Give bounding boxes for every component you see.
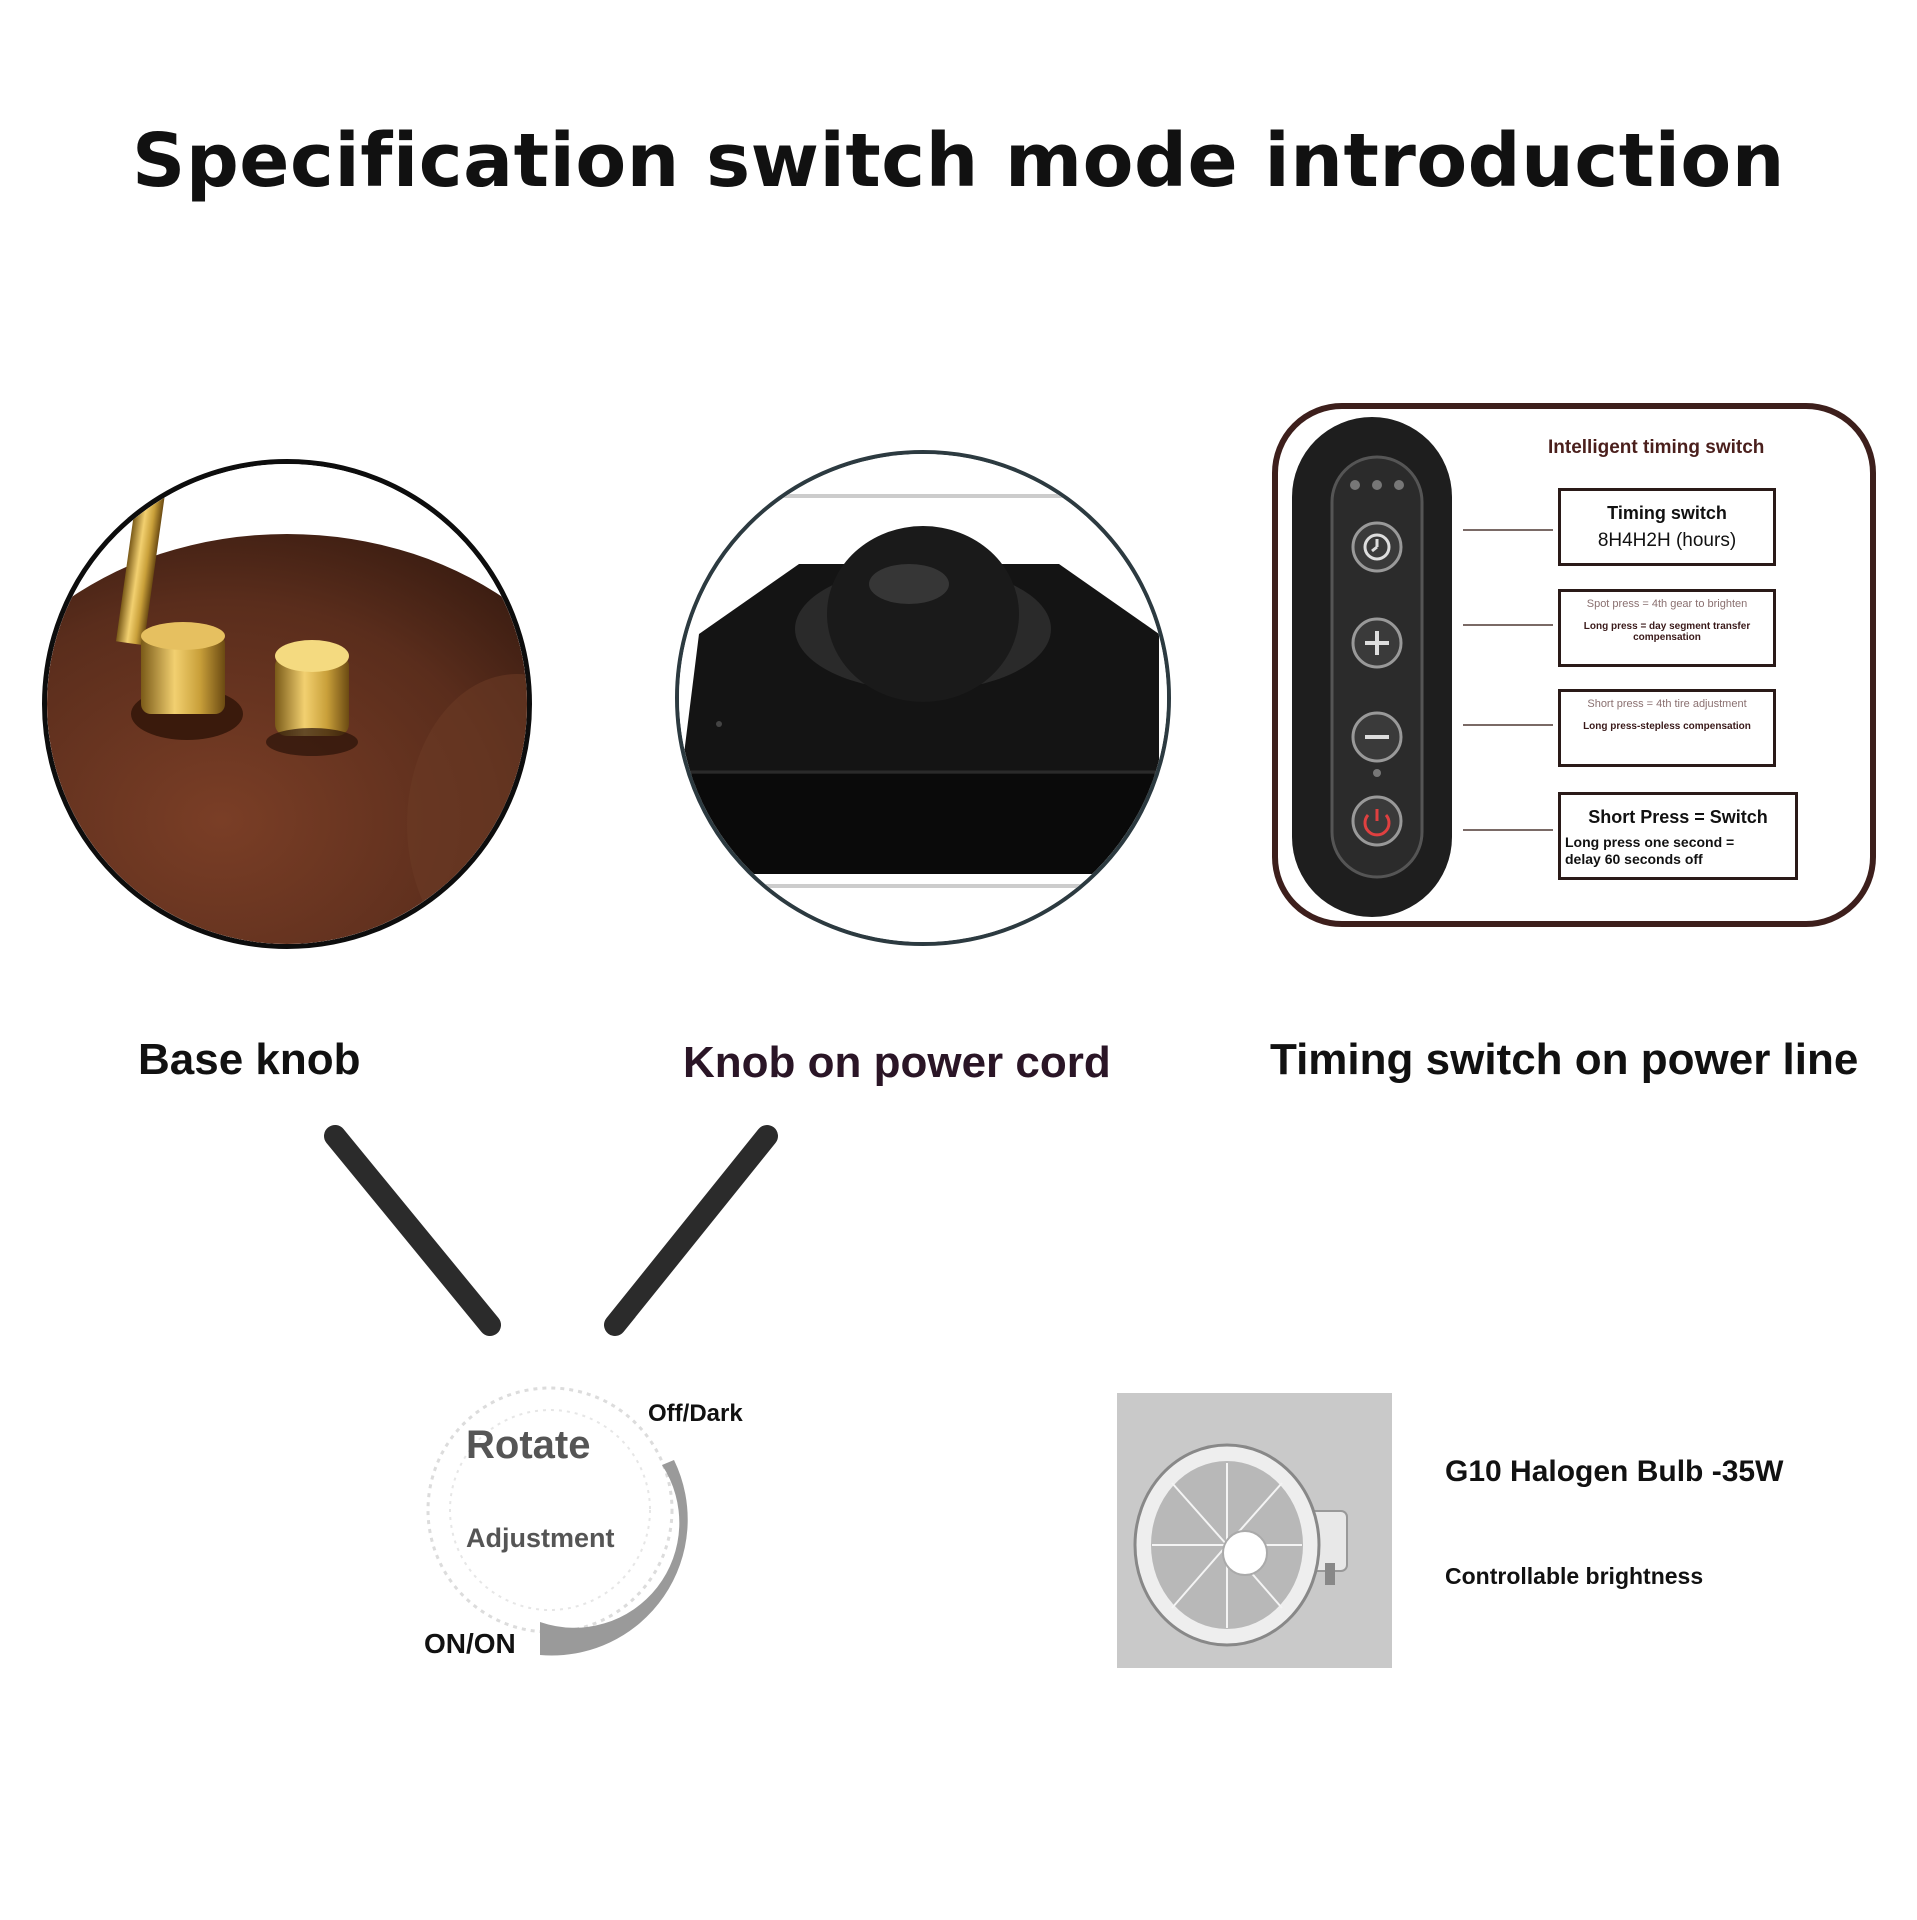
- caption-base-knob: Base knob: [138, 1035, 361, 1084]
- bulb-title: G10 Halogen Bulb -35W: [1445, 1455, 1784, 1488]
- dial-rotate-label: Rotate: [466, 1423, 591, 1467]
- plus-label-box: Spot press = 4th gear to brighten Long p…: [1558, 589, 1776, 667]
- timing-label-value: 8H4H2H (hours): [1597, 530, 1737, 551]
- leader-line: [1463, 829, 1553, 831]
- power-label-box: Short Press = Switch Long press one seco…: [1558, 792, 1798, 880]
- caption-timing-switch: Timing switch on power line: [1270, 1035, 1859, 1084]
- remote-control-image: [1292, 417, 1452, 917]
- dial-on-label: ON/ON: [424, 1628, 516, 1659]
- timing-label-title: Timing switch: [1607, 503, 1727, 523]
- power-long-press-line1: Long press one second =: [1565, 834, 1735, 850]
- leader-line: [1463, 624, 1553, 626]
- base-knob-photo: [42, 459, 532, 949]
- dial-adjustment-label: Adjustment: [466, 1523, 615, 1553]
- minus-long-press: Long press-stepless compensation: [1583, 721, 1751, 732]
- minus-short-press: Short press = 4th tire adjustment: [1587, 698, 1747, 710]
- rotation-dial: [400, 1360, 720, 1680]
- cord-knob-photo: [675, 450, 1171, 946]
- leader-line: [1463, 529, 1553, 531]
- minus-label-box: Short press = 4th tire adjustment Long p…: [1558, 689, 1776, 767]
- dial-off-label: Off/Dark: [648, 1400, 743, 1427]
- leader-line: [1463, 724, 1553, 726]
- power-long-press-line2: delay 60 seconds off: [1565, 851, 1703, 867]
- timing-switch-panel: Intelligent timing switch Timing switch …: [1272, 403, 1876, 927]
- bulb-subtitle: Controllable brightness: [1445, 1563, 1704, 1589]
- page-title: Specification switch mode introduction: [132, 118, 1785, 204]
- plus-long-press: Long press = day segment transfer compen…: [1583, 621, 1751, 643]
- plus-short-press: Spot press = 4th gear to brighten: [1586, 598, 1748, 610]
- panel-title: Intelligent timing switch: [1548, 437, 1765, 458]
- halogen-bulb-photo: [1117, 1393, 1392, 1668]
- caption-cord-knob: Knob on power cord: [683, 1038, 1111, 1087]
- timing-label-box: Timing switch 8H4H2H (hours): [1558, 488, 1776, 566]
- power-short-press: Short Press = Switch: [1588, 807, 1768, 827]
